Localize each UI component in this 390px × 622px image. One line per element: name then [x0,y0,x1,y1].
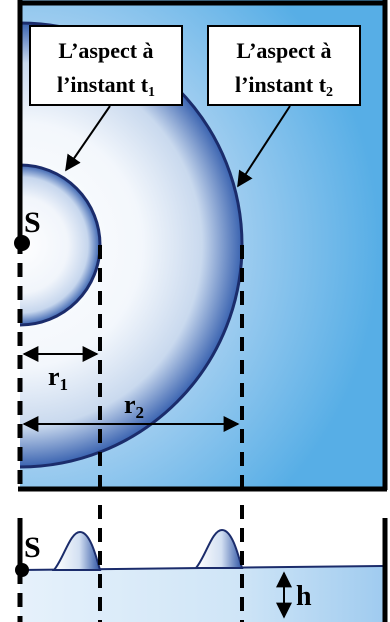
source-label-top: S [24,206,41,239]
radius-r1-label: r1 [48,362,68,394]
source-label-side: S [24,531,41,564]
callout-t2-line2: l’instant t2 [235,72,333,100]
wave-bump-t2 [193,528,244,569]
callout-t1-line1: L’aspect à [58,38,153,63]
top-view: S r1 r2 L’aspect à l’instant t1 L’aspect… [14,0,388,492]
side-view: S h [15,505,388,622]
depth-label: h [296,581,312,612]
source-point-side [15,563,29,577]
radius-r2-label: r2 [124,390,144,422]
callout-t1-line2: l’instant t1 [57,72,155,100]
callout-box-t1 [29,25,183,106]
callout-t1-pointer [65,105,111,172]
callout-t2-line1: L’aspect à [236,38,331,63]
water-body-side [20,566,385,622]
callout-t2-pointer [237,105,291,188]
callout-box-t2 [207,25,361,106]
source-point-top [14,235,30,251]
wave-bump-t1 [51,530,102,571]
